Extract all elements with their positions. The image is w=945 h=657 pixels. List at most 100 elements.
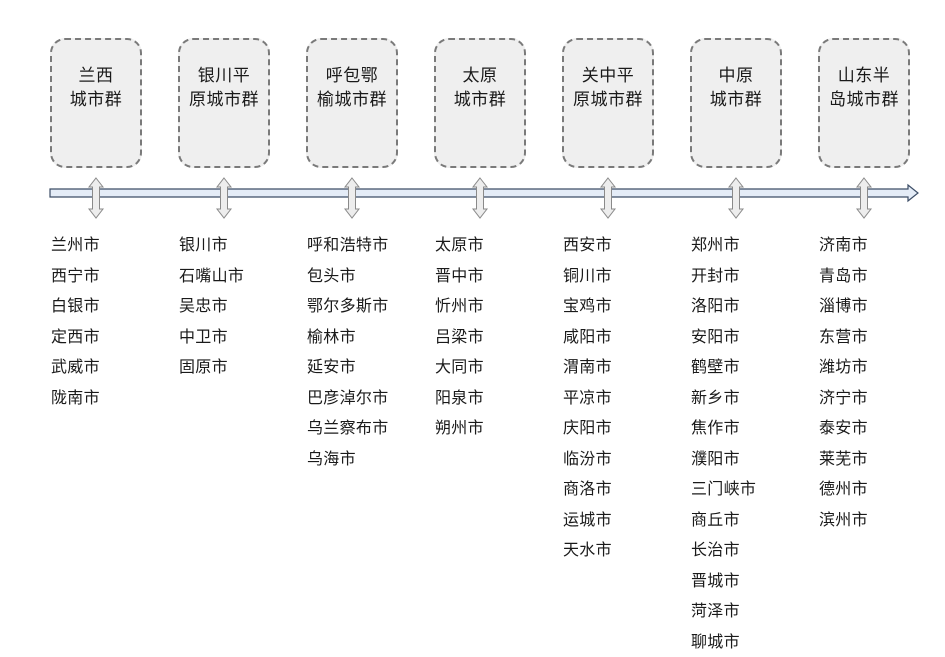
city-item: 铜川市 bbox=[563, 265, 612, 285]
city-item: 濮阳市 bbox=[691, 448, 740, 468]
cluster-name-line1: 兰西 bbox=[78, 66, 114, 86]
city-item: 咸阳市 bbox=[563, 326, 612, 346]
city-item: 晋中市 bbox=[435, 265, 484, 285]
city-item: 庆阳市 bbox=[563, 418, 612, 437]
cluster-name-line1: 关中平 bbox=[581, 66, 635, 86]
city-item: 运城市 bbox=[563, 509, 612, 529]
double-arrow-icon bbox=[343, 177, 361, 219]
cluster-box: 兰西城市群 bbox=[50, 38, 142, 168]
city-item: 鹤壁市 bbox=[691, 357, 740, 376]
city-item: 吕梁市 bbox=[435, 326, 484, 346]
cluster-name-line2: 原城市群 bbox=[573, 90, 643, 110]
city-item: 巴彦淖尔市 bbox=[307, 387, 389, 407]
city-item: 陇南市 bbox=[51, 387, 100, 407]
double-arrow-icon bbox=[599, 177, 617, 219]
city-list: 西安市铜川市宝鸡市咸阳市渭南市平凉市庆阳市临汾市商洛市运城市天水市 bbox=[553, 230, 673, 566]
city-item: 晋城市 bbox=[691, 570, 740, 590]
city-item: 菏泽市 bbox=[691, 601, 740, 620]
city-list: 济南市青岛市淄博市东营市潍坊市济宁市泰安市莱芜市德州市滨州市 bbox=[809, 230, 929, 535]
city-item: 包头市 bbox=[307, 265, 356, 285]
cluster-name: 中原城市群 bbox=[696, 64, 776, 112]
city-list: 银川市石嘴山市吴忠市中卫市固原市 bbox=[169, 230, 289, 383]
cluster-name: 太原城市群 bbox=[440, 64, 520, 112]
double-arrow-icon bbox=[855, 177, 873, 219]
city-item: 呼和浩特市 bbox=[307, 235, 389, 254]
city-item: 三门峡市 bbox=[691, 479, 757, 498]
city-item: 平凉市 bbox=[563, 387, 612, 407]
city-item: 临汾市 bbox=[563, 448, 612, 468]
city-item: 中卫市 bbox=[179, 326, 228, 346]
city-item: 阳泉市 bbox=[435, 387, 484, 407]
city-item: 渭南市 bbox=[563, 357, 612, 376]
city-item: 焦作市 bbox=[691, 418, 740, 437]
cluster-name-line2: 城市群 bbox=[709, 90, 763, 110]
city-item: 西宁市 bbox=[51, 265, 100, 285]
city-item: 聊城市 bbox=[691, 631, 740, 651]
city-item: 太原市 bbox=[435, 235, 484, 254]
city-item: 开封市 bbox=[691, 265, 740, 285]
double-arrow-icon bbox=[215, 177, 233, 219]
city-item: 大同市 bbox=[435, 357, 484, 376]
city-item: 郑州市 bbox=[691, 235, 740, 254]
cluster-name-line2: 原城市群 bbox=[189, 90, 259, 110]
city-item: 石嘴山市 bbox=[179, 265, 245, 285]
double-arrow-icon bbox=[87, 177, 105, 219]
city-item: 东营市 bbox=[819, 326, 868, 346]
city-item: 忻州市 bbox=[435, 296, 484, 315]
cluster-box: 关中平原城市群 bbox=[562, 38, 654, 168]
city-list: 太原市晋中市忻州市吕梁市大同市阳泉市朔州市 bbox=[425, 230, 545, 444]
cluster-name: 兰西城市群 bbox=[56, 64, 136, 112]
city-item: 乌海市 bbox=[307, 448, 356, 468]
city-item: 延安市 bbox=[307, 357, 356, 376]
cluster-name: 呼包鄂榆城市群 bbox=[312, 64, 392, 112]
city-item: 莱芜市 bbox=[819, 448, 868, 468]
city-item: 淄博市 bbox=[819, 296, 868, 315]
city-item: 安阳市 bbox=[691, 326, 740, 346]
city-item: 德州市 bbox=[819, 479, 868, 498]
cluster-name-line2: 城市群 bbox=[453, 90, 507, 110]
cluster-box: 山东半岛城市群 bbox=[818, 38, 910, 168]
city-item: 商洛市 bbox=[563, 479, 612, 498]
city-item: 武威市 bbox=[51, 357, 100, 376]
city-item: 榆林市 bbox=[307, 326, 356, 346]
city-item: 宝鸡市 bbox=[563, 296, 612, 315]
cluster-name-line2: 榆城市群 bbox=[317, 90, 387, 110]
cluster-box: 太原城市群 bbox=[434, 38, 526, 168]
cluster-name: 银川平原城市群 bbox=[184, 64, 264, 112]
city-item: 泰安市 bbox=[819, 418, 868, 437]
cluster-name-line1: 中原 bbox=[718, 66, 754, 86]
cluster-name: 关中平原城市群 bbox=[568, 64, 648, 112]
cluster-name-line1: 山东半 bbox=[837, 66, 891, 86]
double-arrow-icon bbox=[727, 177, 745, 219]
city-list: 郑州市开封市洛阳市安阳市鹤壁市新乡市焦作市濮阳市三门峡市商丘市长治市晋城市菏泽市… bbox=[681, 230, 801, 657]
city-item: 乌兰察布市 bbox=[307, 418, 389, 437]
cluster-name-line1: 太原 bbox=[462, 66, 498, 86]
city-item: 朔州市 bbox=[435, 418, 484, 437]
city-item: 天水市 bbox=[563, 540, 612, 559]
cluster-name-line2: 城市群 bbox=[69, 90, 123, 110]
city-item: 潍坊市 bbox=[819, 357, 868, 376]
city-item: 白银市 bbox=[51, 296, 100, 315]
city-item: 商丘市 bbox=[691, 509, 740, 529]
city-item: 吴忠市 bbox=[179, 296, 228, 315]
city-item: 济宁市 bbox=[819, 387, 868, 407]
city-item: 济南市 bbox=[819, 235, 868, 254]
cluster-box: 银川平原城市群 bbox=[178, 38, 270, 168]
city-item: 银川市 bbox=[179, 235, 228, 254]
city-item: 兰州市 bbox=[51, 235, 100, 254]
double-arrow-icon bbox=[471, 177, 489, 219]
city-item: 洛阳市 bbox=[691, 296, 740, 315]
city-item: 滨州市 bbox=[819, 509, 868, 529]
cluster-name-line1: 银川平 bbox=[197, 66, 251, 86]
axis-connectors bbox=[87, 177, 873, 219]
city-item: 青岛市 bbox=[819, 265, 868, 285]
cluster-box: 中原城市群 bbox=[690, 38, 782, 168]
city-item: 定西市 bbox=[51, 326, 100, 346]
city-list: 兰州市西宁市白银市定西市武威市陇南市 bbox=[41, 230, 161, 413]
city-item: 固原市 bbox=[179, 357, 228, 376]
cluster-box: 呼包鄂榆城市群 bbox=[306, 38, 398, 168]
city-item: 西安市 bbox=[563, 235, 612, 254]
city-item: 长治市 bbox=[691, 540, 740, 559]
